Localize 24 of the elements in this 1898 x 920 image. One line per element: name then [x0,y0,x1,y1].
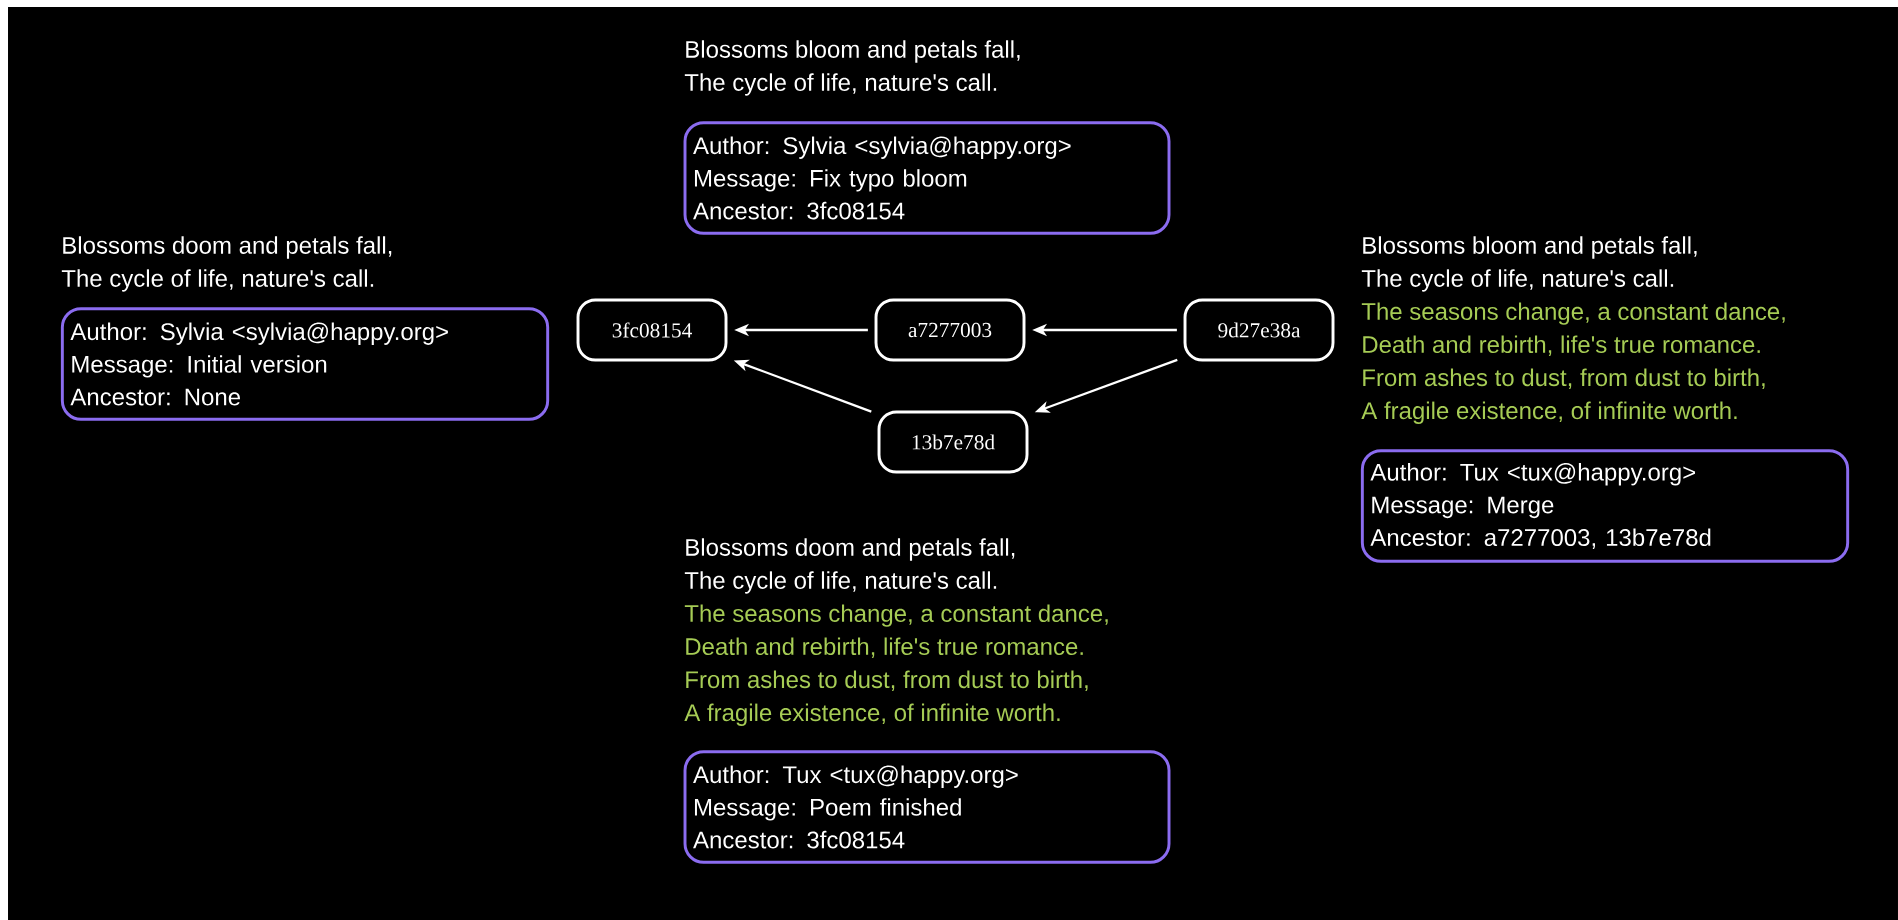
poem-text: Blossoms doom and petals fall, The cycle of life, nature's call. [61,236,392,292]
node-label: From ashes to dust, from dust to birth, [686,670,1088,691]
poem-text: Blossoms bloom and petals fall, The cycle of life, nature's call. [684,40,1020,96]
commit-info-box: Author: Sylvia <sylvia@happy.org> Message: Fix typo bloom Ancestor: 3fc08154 [683,121,1171,235]
node-label: Death and rebirth, life's true romance. [686,637,1083,658]
node-label: A fragile existence, of infinite worth. [1361,401,1737,424]
node-label: A fragile existence, of infinite worth. [684,703,1060,726]
node-label: The seasons change, a constant dance, [1361,302,1785,325]
commit-box: 3fc08154 [576,298,728,362]
commit-info-box: Author: Tux <tux@happy.org> Message: Poem finished Ancestor: 3fc08154 [683,750,1171,864]
commit-box: 9d27e38a [1183,298,1335,362]
node-label: The seasons change, a constant dance, [684,604,1108,627]
node-label: Death and rebirth, life's true romance. [1363,335,1760,356]
poem-text: Blossoms bloom and petals fall, The cycle of life, nature's call. The seasons change, a constant dance, Death and rebirth, life's true romance. From ashes to dust, from dust to birth, A fragile existence, of infinite worth. [1361,236,1785,424]
node-label: The cycle of life, nature's call. [1361,269,1674,292]
commit-info-box: Author: Sylvia <sylvia@happy.org> Message: Initial version Ancestor: None [60,307,550,421]
node-label: Blossoms doom and petals fall, [686,538,1015,561]
commit-box: 13b7e78d [877,410,1029,474]
commit-info-box: Author: Tux <tux@happy.org> Message: Merge Ancestor: a7277003, 13b7e78d [1360,449,1850,563]
poem-text: Blossoms doom and petals fall, The cycle of life, nature's call. The seasons change, a constant dance, Death and rebirth, life's true romance. From ashes to dust, from dust to birth, A fragile existence, of infinite worth. [684,538,1108,726]
commit-box: a7277003 [874,298,1026,362]
node-label: From ashes to dust, from dust to birth, [1363,368,1765,389]
node-label: The cycle of life, nature's call. [684,571,997,594]
node-label: Blossoms bloom and petals fall, [1363,236,1697,259]
